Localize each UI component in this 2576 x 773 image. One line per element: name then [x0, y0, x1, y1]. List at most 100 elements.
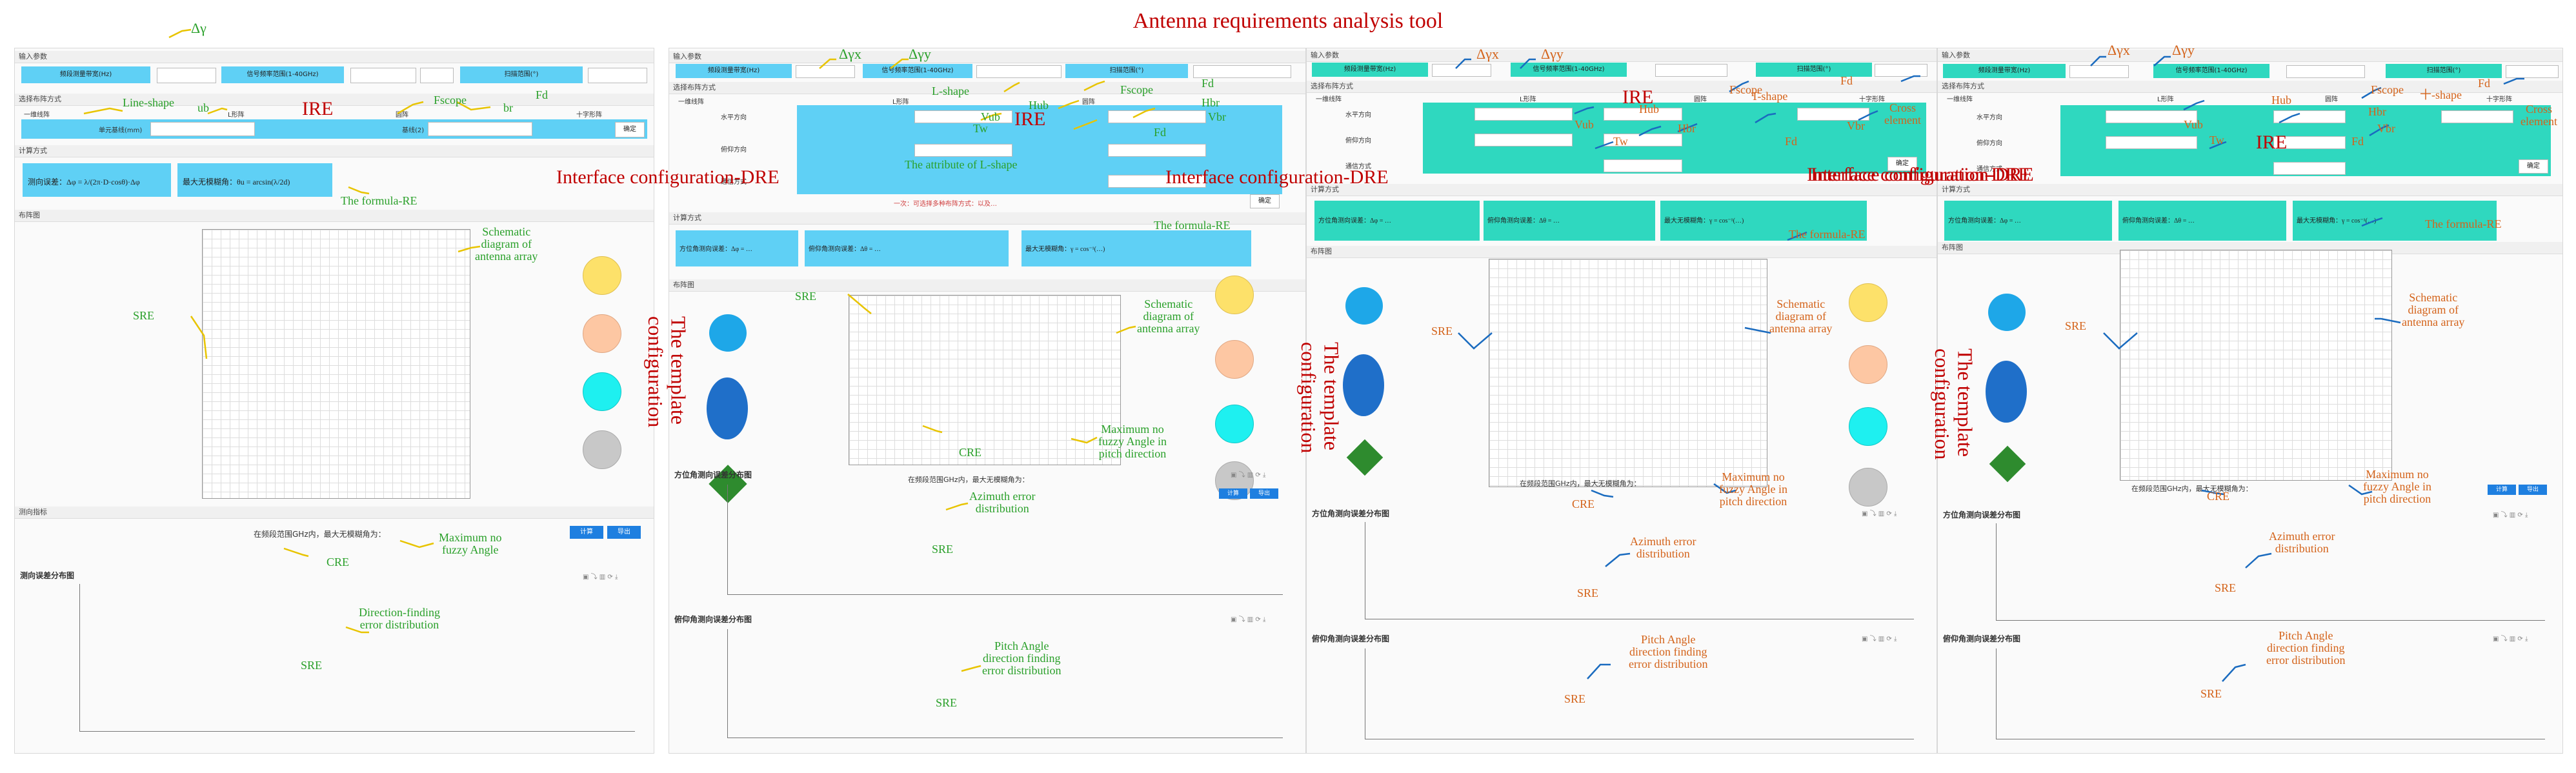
p2-freq-range-input[interactable] — [976, 65, 1062, 78]
p3-tw-label: 通信方式 — [1345, 163, 1371, 170]
p2-cre-text: 在频段范围GHz内，最大无模糊角为： — [908, 476, 1029, 484]
confirm-button[interactable]: 确定 — [615, 122, 645, 137]
p3-freq-range-input[interactable] — [1655, 64, 1727, 77]
ann-p3-fd-2: Fd — [1785, 135, 1798, 148]
p3-scan-input[interactable] — [1875, 64, 1927, 77]
freq-range-input[interactable] — [350, 68, 416, 83]
spacing2-input[interactable] — [428, 122, 532, 136]
freq-range-input-2[interactable] — [420, 68, 454, 83]
p3-fd-input[interactable] — [1604, 159, 1682, 172]
p3-radio-cross[interactable]: 十字形阵 — [1859, 96, 1885, 103]
scan-range-label: 扫描范围(°) — [460, 66, 583, 83]
unit-spacing-label: 单元基线(mm) — [99, 127, 143, 134]
p3-freq-input[interactable] — [1432, 64, 1491, 77]
ann-p2-delta-yx: Δγx — [839, 46, 861, 62]
p4-pitch-axes — [1996, 648, 2545, 739]
p3-toolbar-1[interactable]: ▣ ⤵ ▥ ⟳ ⤓ — [1862, 510, 1897, 517]
freq-bandwidth-input[interactable] — [157, 68, 216, 83]
p4-hbr-input[interactable] — [2273, 110, 2346, 123]
p4-array-grid — [2120, 250, 2392, 481]
radio-line-shape[interactable]: 一维线阵 — [24, 112, 50, 119]
p2-radio-circle[interactable]: 圆阵 — [1082, 99, 1095, 106]
p2-tw-input[interactable] — [1108, 175, 1206, 188]
p4-fd-input[interactable] — [2273, 162, 2346, 175]
p2-toolbar-1[interactable]: ▣ ⤵ ▥ ⟳ ⤓ — [1231, 472, 1266, 479]
p4-radio-cross[interactable]: 十字形阵 — [2486, 96, 2512, 103]
ann-p3-pitch-error-text: Pitch Angle direction finding error dist… — [1629, 633, 1708, 670]
p4-hub-input[interactable] — [2106, 110, 2197, 123]
p4-blue-circle — [1988, 294, 2026, 331]
ann-p2-l-shape: L-shape — [932, 85, 969, 97]
p4-calc-button[interactable]: 计算 — [2488, 485, 2516, 495]
p2-formula-pitch — [805, 230, 1009, 266]
p2-calc-button[interactable]: 计算 — [1219, 488, 1247, 499]
p2-confirm-button[interactable]: 确定 — [1250, 194, 1280, 208]
ann-p2-schematic: Schematic diagram of antenna array — [1137, 298, 1200, 335]
freq-range-select[interactable]: 信号频率范围(1-40GHz) — [221, 66, 344, 83]
ann-p1-ire: IRE — [302, 98, 334, 119]
p3-toolbar-2[interactable]: ▣ ⤵ ▥ ⟳ ⤓ — [1862, 636, 1897, 643]
p4-toolbar-2[interactable]: ▣ ⤵ ▥ ⟳ ⤓ — [2493, 636, 2528, 643]
p4-vbr-input[interactable] — [2273, 136, 2346, 149]
p2-vbr-input[interactable] — [1108, 144, 1206, 157]
p2-radio-l[interactable]: L形阵 — [892, 99, 909, 106]
p4-radio-l[interactable]: L形阵 — [2157, 96, 2174, 103]
p4-freq-range[interactable]: 信号频率范围(1-40GHz) — [2153, 64, 2269, 78]
p2-export-button[interactable]: 导出 — [1250, 488, 1278, 499]
p3-radio-circle[interactable]: 圆阵 — [1694, 96, 1707, 103]
p3-confirm[interactable]: 确定 — [1887, 157, 1917, 171]
unit-spacing-input[interactable] — [150, 122, 255, 136]
p3-radio-line[interactable]: 一维线阵 — [1316, 96, 1342, 103]
p2-freq-range[interactable]: 信号频率范围(1-40GHz) — [863, 64, 972, 78]
p4-vub-input[interactable] — [2106, 136, 2197, 149]
ann-p3-max-pitch-text: Maximum no fuzzy Angle in pitch directio… — [1719, 470, 1787, 508]
ann-p4-max-pitch-text: Maximum no fuzzy Angle in pitch directio… — [2363, 468, 2431, 505]
ann-p1-ub: ub — [197, 101, 209, 114]
p2-hbr-input[interactable] — [1108, 110, 1206, 123]
p3-radio-l[interactable]: L形阵 — [1520, 96, 1536, 103]
p4-scan-input[interactable] — [2506, 65, 2559, 78]
ann-interface-1: Interface configuration-DRE — [556, 166, 780, 188]
p4-radio-line[interactable]: 一维线阵 — [1947, 96, 1973, 103]
p2-freq-input[interactable] — [796, 65, 855, 78]
p2-scan-input[interactable] — [1193, 65, 1291, 78]
ann-p4-sre-2: SRE — [2215, 581, 2237, 594]
p4-az-axes — [1996, 523, 2545, 621]
p3-vub-input[interactable] — [1474, 134, 1573, 146]
ann-p1-delta-y: Δγ — [191, 20, 206, 36]
p4-radio-circle[interactable]: 圆阵 — [2325, 96, 2338, 103]
ann-template-2: The template configuration — [1297, 342, 1343, 453]
p3-freq-range[interactable]: 信号频率范围(1-40GHz) — [1511, 63, 1627, 77]
p4-confirm[interactable]: 确定 — [2519, 159, 2548, 174]
chart-toolbar[interactable]: ▣ ⤵ ▥ ⟳ ⤓ — [583, 574, 618, 581]
p4-freq-range-input[interactable] — [2286, 65, 2365, 78]
p3-hub-input[interactable] — [1474, 108, 1573, 121]
formula-2: 最大无模糊角：θu = arcsin(λ/2d) — [183, 177, 290, 186]
dir-dist-title: 测向误差分布图 — [20, 571, 75, 580]
p4-toolbar-1[interactable]: ▣ ⤵ ▥ ⟳ ⤓ — [2493, 512, 2528, 519]
export-button[interactable]: 导出 — [607, 526, 641, 539]
ann-p2-fscope: Fscope — [1120, 83, 1153, 96]
radio-l-shape[interactable]: L形阵 — [228, 112, 245, 119]
formula-box-1 — [23, 163, 171, 197]
p2-radio-line[interactable]: 一维线阵 — [678, 99, 704, 106]
p2-formula-az — [676, 230, 798, 266]
ann-template-3-text: The template configuration — [1931, 348, 1977, 460]
ann-p4-pitch-error-text: Pitch Angle direction finding error dist… — [2266, 629, 2346, 667]
radio-circle-shape[interactable]: 圆阵 — [396, 112, 408, 119]
p4-export-button[interactable]: 导出 — [2519, 485, 2547, 495]
p3-scan-label: 扫描范围(°) — [1756, 63, 1872, 77]
p3-cross-input[interactable] — [1797, 108, 1869, 121]
p4-freq-input[interactable] — [2069, 65, 2129, 78]
calc-button[interactable]: 计算 — [570, 526, 603, 539]
ann-p1-schematic-text: Schematic diagram of antenna array — [475, 225, 538, 263]
scan-range-input[interactable] — [588, 68, 647, 83]
p3-hbr-input[interactable] — [1604, 108, 1682, 121]
radio-cross-shape[interactable]: 十字形阵 — [576, 112, 602, 119]
p4-cross-input[interactable] — [2441, 110, 2513, 123]
p2-toolbar-2[interactable]: ▣ ⤵ ▥ ⟳ ⤓ — [1231, 616, 1266, 623]
ann-p1-formula: The formula-RE — [341, 194, 418, 207]
ann-p4-fd-2: Fd — [2351, 135, 2364, 148]
p3-peach — [1849, 345, 1887, 384]
p2-vub-input[interactable] — [914, 144, 1012, 157]
